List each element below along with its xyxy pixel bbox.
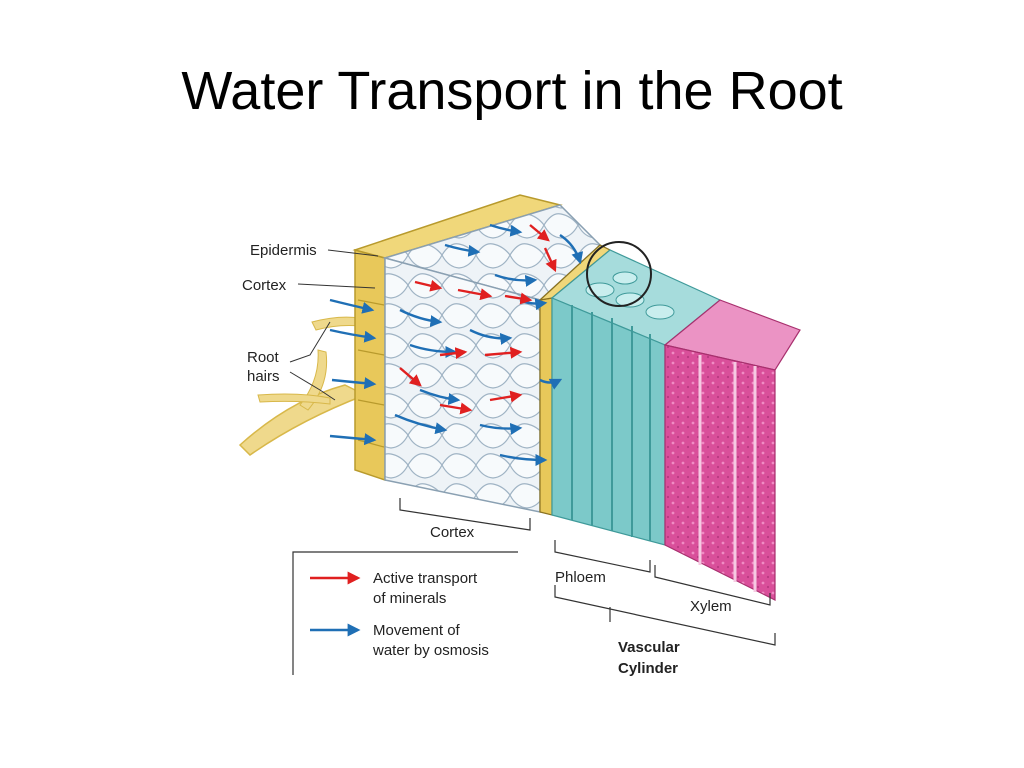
water-arrows — [329, 223, 584, 466]
vascular-bracket — [554, 585, 776, 646]
legend-active-2: of minerals — [373, 590, 446, 607]
legend: Active transport of minerals Movement of… — [292, 551, 518, 675]
root-hairs-shape — [238, 316, 367, 456]
highlight-circle — [586, 241, 652, 307]
label-root-hairs-2: hairs — [247, 368, 280, 385]
label-cortex-bottom: Cortex — [430, 524, 475, 541]
phloem-bracket — [554, 540, 651, 573]
xylem-bracket — [654, 565, 771, 606]
label-epidermis: Epidermis — [250, 242, 317, 259]
slide-title: Water Transport in the Root — [181, 61, 843, 121]
label-root-hairs-1: Root — [247, 349, 280, 366]
legend-water-1: Movement of — [373, 622, 461, 639]
legend-water-2: water by osmosis — [372, 642, 489, 659]
label-phloem: Phloem — [555, 569, 606, 586]
xylem-shape — [663, 299, 801, 601]
legend-active-1: Active transport — [373, 570, 478, 587]
cortex-shape — [382, 204, 602, 513]
phloem-shape — [550, 249, 722, 546]
label-xylem: Xylem — [690, 598, 732, 615]
cortex-bracket — [399, 498, 531, 531]
label-cortex-top: Cortex — [242, 277, 287, 294]
label-vascular-1: Vascular — [618, 639, 680, 656]
active-arrows — [399, 224, 557, 415]
label-vascular-2: Cylinder — [618, 660, 678, 677]
